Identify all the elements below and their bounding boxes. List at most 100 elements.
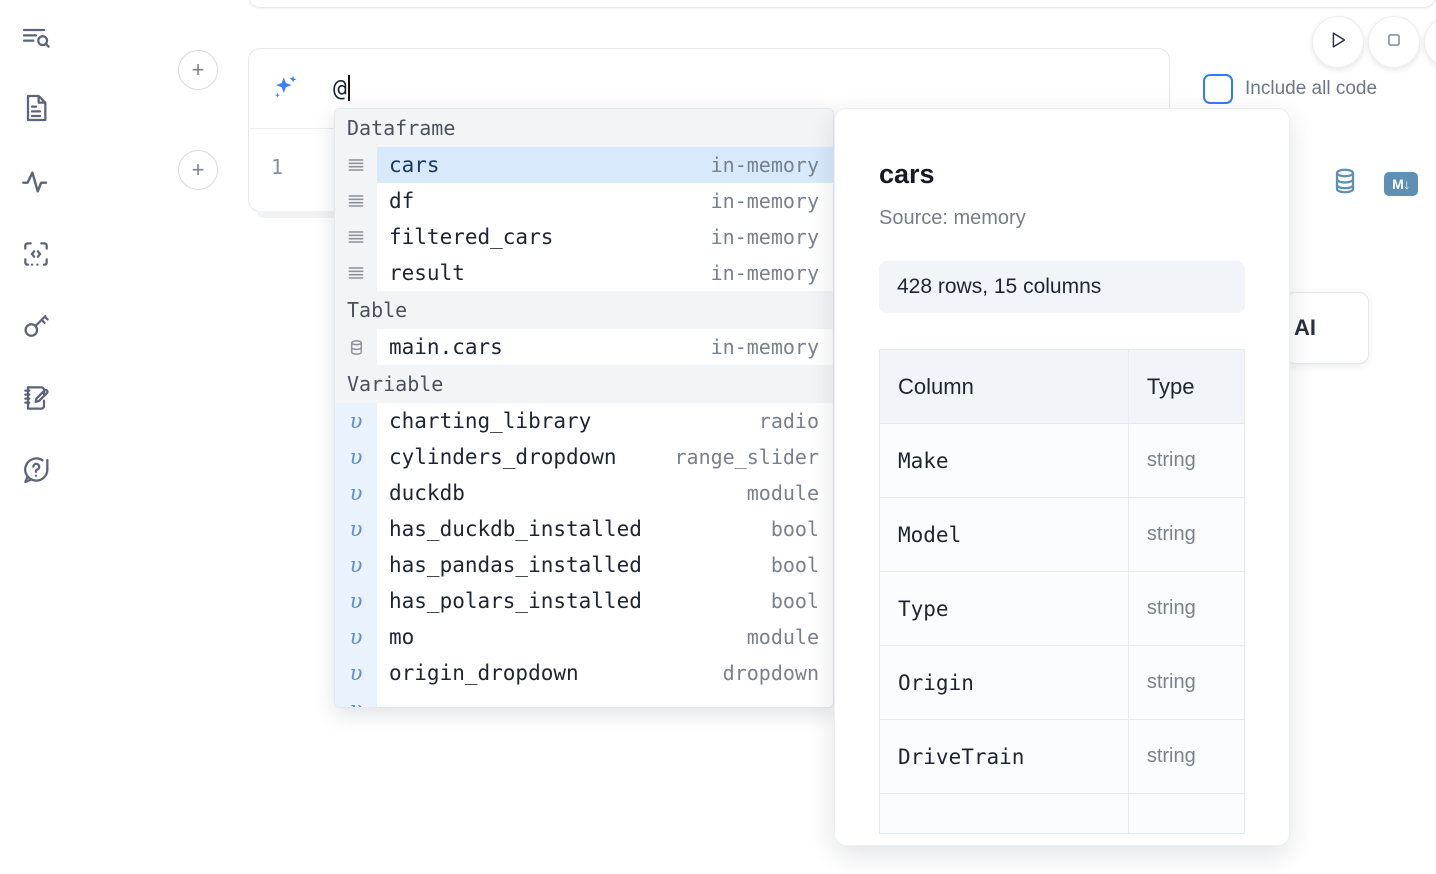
upsilon-variable-icon: υ xyxy=(335,583,377,619)
autocomplete-item[interactable]: υhas_duckdb_installed bool xyxy=(335,511,833,547)
schema-table-row: Makestring xyxy=(880,424,1245,498)
autocomplete-item-kind: dropdown xyxy=(723,661,833,685)
database-icon[interactable] xyxy=(1330,166,1360,201)
database-icon xyxy=(335,329,377,365)
autocomplete-item[interactable]: υcylinders_dropdownrange_slider xyxy=(335,439,833,475)
schema-table-row: DriveTrainstring xyxy=(880,720,1245,794)
schema-column-name xyxy=(880,794,1129,834)
scratchpad-edit-icon xyxy=(20,382,52,414)
schema-column-name: DriveTrain xyxy=(880,720,1129,794)
autocomplete-item[interactable]: result in-memory xyxy=(335,255,833,291)
autocomplete-item-name: duckdb xyxy=(377,481,465,505)
autocomplete-item[interactable]: filtered_cars in-memory xyxy=(335,219,833,255)
play-icon xyxy=(1327,29,1349,56)
schema-column-name: Make xyxy=(880,424,1129,498)
include-all-code-row[interactable]: Include all code xyxy=(1203,74,1377,104)
autocomplete-item-kind: bool xyxy=(771,517,833,541)
sidebar-item-snippets[interactable] xyxy=(14,232,58,276)
upsilon-variable-icon: υ xyxy=(335,475,377,511)
plus-icon: + xyxy=(192,159,205,181)
schema-column-name: Type xyxy=(880,572,1129,646)
sidebar-item-activity[interactable] xyxy=(14,160,58,204)
autocomplete-item-kind: in-memory xyxy=(711,261,833,285)
detail-title: cars xyxy=(879,159,935,190)
schema-table-row: Modelstring xyxy=(880,498,1245,572)
sidebar-item-help[interactable] xyxy=(14,448,58,492)
autocomplete-item[interactable]: υhas_polars_installedbool xyxy=(335,583,833,619)
schema-column-type: string xyxy=(1128,720,1244,794)
autocomplete-item[interactable]: carsin-memory xyxy=(335,147,833,183)
more-actions-button[interactable] xyxy=(1424,16,1436,68)
text-caret xyxy=(348,75,350,101)
autocomplete-item[interactable]: main.cars in-memory xyxy=(335,329,833,365)
autocomplete-item-partial[interactable]: υ xyxy=(335,691,833,708)
schema-table-row: Originstring xyxy=(880,646,1245,720)
cell-tool-icons: M↓ xyxy=(1330,166,1418,201)
sidebar-item-scratchpad[interactable] xyxy=(14,376,58,420)
left-icon-rail xyxy=(0,0,72,874)
ai-action-chip[interactable]: AI xyxy=(1285,292,1369,364)
include-all-code-checkbox[interactable] xyxy=(1203,74,1233,104)
sidebar-item-secrets[interactable] xyxy=(14,304,58,348)
rows-list-icon xyxy=(335,255,377,291)
add-cell-button-bottom[interactable]: + xyxy=(178,150,218,190)
autocomplete-item-name: filtered_cars xyxy=(377,225,553,249)
help-question-icon xyxy=(20,454,52,486)
autocomplete-item-name: has_duckdb_installed xyxy=(377,517,642,541)
schema-table-row: Typestring xyxy=(880,572,1245,646)
schema-column-type: string xyxy=(1128,572,1244,646)
autocomplete-item[interactable]: dfin-memory xyxy=(335,183,833,219)
schema-header-cell: Type xyxy=(1128,350,1244,424)
schema-table-row-partial xyxy=(880,794,1245,834)
upsilon-variable-icon: υ xyxy=(335,547,377,583)
autocomplete-item-name: main.cars xyxy=(377,335,503,359)
autocomplete-item-kind: module xyxy=(747,625,833,649)
autocomplete-item-name: result xyxy=(377,261,465,285)
schema-column-type: string xyxy=(1128,424,1244,498)
upsilon-variable-icon: υ xyxy=(335,691,377,708)
autocomplete-item[interactable]: υduckdb module xyxy=(335,475,833,511)
autocomplete-item-name: mo xyxy=(377,625,414,649)
upsilon-variable-icon: υ xyxy=(335,403,377,439)
autocomplete-item-kind: bool xyxy=(771,553,833,577)
autocomplete-item-kind: module xyxy=(747,481,833,505)
sidebar-item-file[interactable] xyxy=(14,86,58,130)
autocomplete-item-name: charting_library xyxy=(377,409,591,433)
sidebar-item-explore[interactable] xyxy=(14,16,58,60)
autocomplete-item[interactable]: υhas_pandas_installedbool xyxy=(335,547,833,583)
upsilon-variable-icon: υ xyxy=(335,439,377,475)
autocomplete-item-kind: in-memory xyxy=(711,225,833,249)
autocomplete-item-kind: range_slider xyxy=(675,445,834,469)
rows-list-icon xyxy=(335,219,377,255)
ai-chip-label: AI xyxy=(1294,315,1316,341)
rows-list-icon xyxy=(335,147,377,183)
autocomplete-group-header: Table xyxy=(335,291,833,329)
schema-column-name: Origin xyxy=(880,646,1129,720)
autocomplete-dropdown[interactable]: Dataframecarsin-memorydfin-memoryfiltere… xyxy=(334,108,834,708)
variable-detail-panel: cars Source: memory 428 rows, 15 columns… xyxy=(834,108,1290,846)
stop-cell-button[interactable] xyxy=(1368,16,1420,68)
file-document-icon xyxy=(20,92,52,124)
sparkle-ai-icon xyxy=(267,71,303,107)
upsilon-variable-icon: υ xyxy=(335,511,377,547)
stop-square-icon xyxy=(1383,29,1405,56)
run-cell-button[interactable] xyxy=(1312,16,1364,68)
schema-column-name: Model xyxy=(880,498,1129,572)
include-all-code-label: Include all code xyxy=(1245,78,1377,100)
autocomplete-item[interactable]: υmo module xyxy=(335,619,833,655)
markdown-icon[interactable]: M↓ xyxy=(1384,172,1418,196)
autocomplete-item-kind: in-memory xyxy=(711,335,833,359)
autocomplete-item[interactable]: υorigin_dropdowndropdown xyxy=(335,655,833,691)
autocomplete-item-name: origin_dropdown xyxy=(377,661,579,685)
upsilon-variable-icon: υ xyxy=(335,619,377,655)
ai-prompt-input[interactable]: @ xyxy=(333,75,350,102)
autocomplete-item-name: df xyxy=(377,189,414,213)
autocomplete-item-kind: radio xyxy=(759,409,833,433)
autocomplete-item[interactable]: υcharting_library radio xyxy=(335,403,833,439)
detail-schema-table: ColumnTypeMakestringModelstringTypestrin… xyxy=(879,349,1245,834)
add-cell-button-top[interactable]: + xyxy=(178,50,218,90)
previous-cell-stub xyxy=(248,0,1436,8)
autocomplete-item-name: has_polars_installed xyxy=(377,589,642,613)
plus-icon: + xyxy=(192,59,205,81)
autocomplete-group-header: Variable xyxy=(335,365,833,403)
